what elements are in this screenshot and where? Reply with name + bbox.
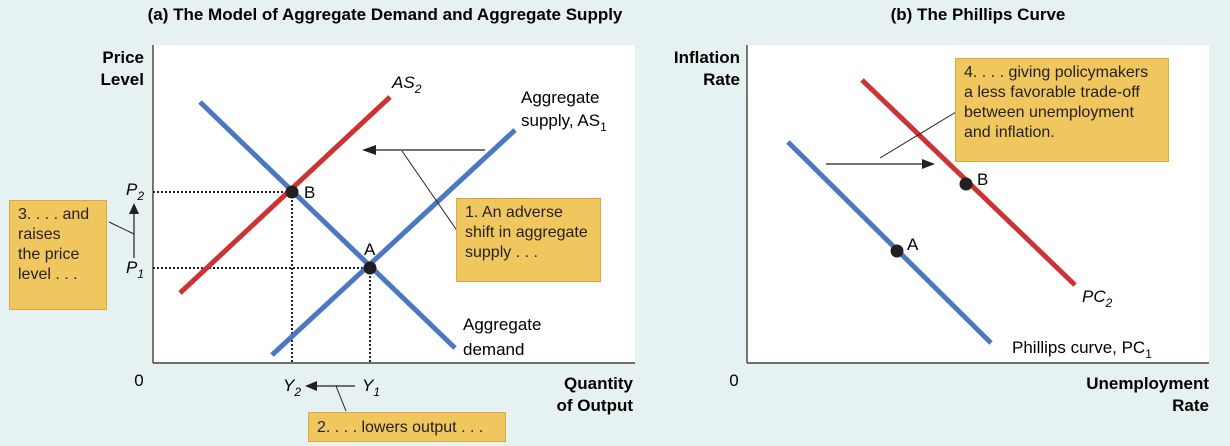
output-fall-arrowhead: [305, 381, 317, 391]
note3-line3: the price: [18, 246, 80, 263]
right-origin-label: 0: [729, 371, 738, 390]
aggregate-supply-as1-curve: [270, 128, 517, 357]
note1-line3: supply . . .: [465, 244, 538, 261]
p1-label: P1: [126, 258, 144, 281]
pc-point-a-marker: [890, 244, 904, 258]
point-a-marker: [363, 261, 377, 275]
note1-leader-line: [401, 150, 459, 233]
note2-leader-line: [335, 385, 347, 412]
point-b-marker: [285, 185, 299, 199]
left-y-axis-label-line1: Price: [102, 48, 144, 67]
note1-line2: shift in aggregate: [465, 224, 588, 241]
note3-line2: raises: [18, 226, 61, 243]
note-tradeoff: 4. . . . giving policymakers a less favo…: [955, 58, 1169, 162]
aggregate-supply-as2-curve: [178, 95, 392, 295]
left-x-axis-label-line1: Quantity: [564, 374, 633, 393]
y1-label: Y1: [362, 376, 380, 399]
note4-line1: 4. . . . giving policymakers: [964, 64, 1149, 81]
note3-leader-line: [108, 221, 135, 235]
pc-point-b-marker: [959, 177, 973, 191]
note-raises-price: 3. . . . and raises the price level . . …: [9, 200, 107, 310]
right-panel-title: (b) The Phillips Curve: [891, 5, 1066, 24]
left-origin-label: 0: [134, 371, 143, 390]
right-x-axis-label-line2: Rate: [1172, 396, 1209, 415]
point-b-label: B: [304, 183, 315, 202]
note3-line1: 3. . . . and: [18, 206, 90, 223]
aggregate-demand-curve: [198, 100, 457, 350]
note-adverse-shift: 1. An adverse shift in aggregate supply …: [456, 198, 601, 282]
note4-line4: and inflation.: [964, 124, 1055, 141]
note2-text: 2. . . . lowers output . . .: [317, 419, 484, 436]
left-panel-title: (a) The Model of Aggregate Demand and Ag…: [148, 5, 623, 24]
note4-line3: between unemployment: [964, 104, 1134, 121]
note1-line1: 1. An adverse: [465, 204, 563, 221]
left-panel: Price Level Quantity of Output 0 B A AS2…: [101, 45, 635, 415]
as1-label-line2: supply, AS1: [521, 111, 607, 134]
as2-label: AS2: [391, 73, 422, 96]
as1-label-line1: Aggregate: [521, 88, 599, 107]
p2-label: P2: [126, 180, 144, 203]
phillips-curve-pc1: [786, 140, 993, 345]
ad-label-line1: Aggregate: [463, 315, 541, 334]
y2-label: Y2: [283, 376, 301, 399]
pc-shift-arrowhead: [922, 159, 935, 169]
pc-point-a-label: A: [907, 235, 919, 254]
pc2-label: PC2: [1082, 287, 1113, 310]
pc1-label: Phillips curve, PC1: [1012, 338, 1152, 361]
price-rise-arrowhead: [129, 203, 139, 214]
pc-point-b-label: B: [977, 170, 988, 189]
note4-leader-line: [879, 111, 957, 159]
left-x-axis-label-line2: of Output: [557, 396, 634, 415]
right-x-axis-label-line1: Unemployment: [1086, 374, 1209, 393]
right-y-axis-label-line2: Rate: [703, 70, 740, 89]
as-shift-arrowhead: [362, 145, 376, 155]
note4-line2: a less favorable trade-off: [964, 84, 1140, 101]
note-lowers-output: 2. . . . lowers output . . .: [308, 412, 506, 442]
ad-label-line2: demand: [463, 340, 524, 359]
left-y-axis-label-line2: Level: [101, 70, 144, 89]
right-y-axis-label-line1: Inflation: [674, 48, 740, 67]
note3-line4: level . . .: [18, 266, 78, 283]
point-a-label: A: [364, 240, 376, 259]
